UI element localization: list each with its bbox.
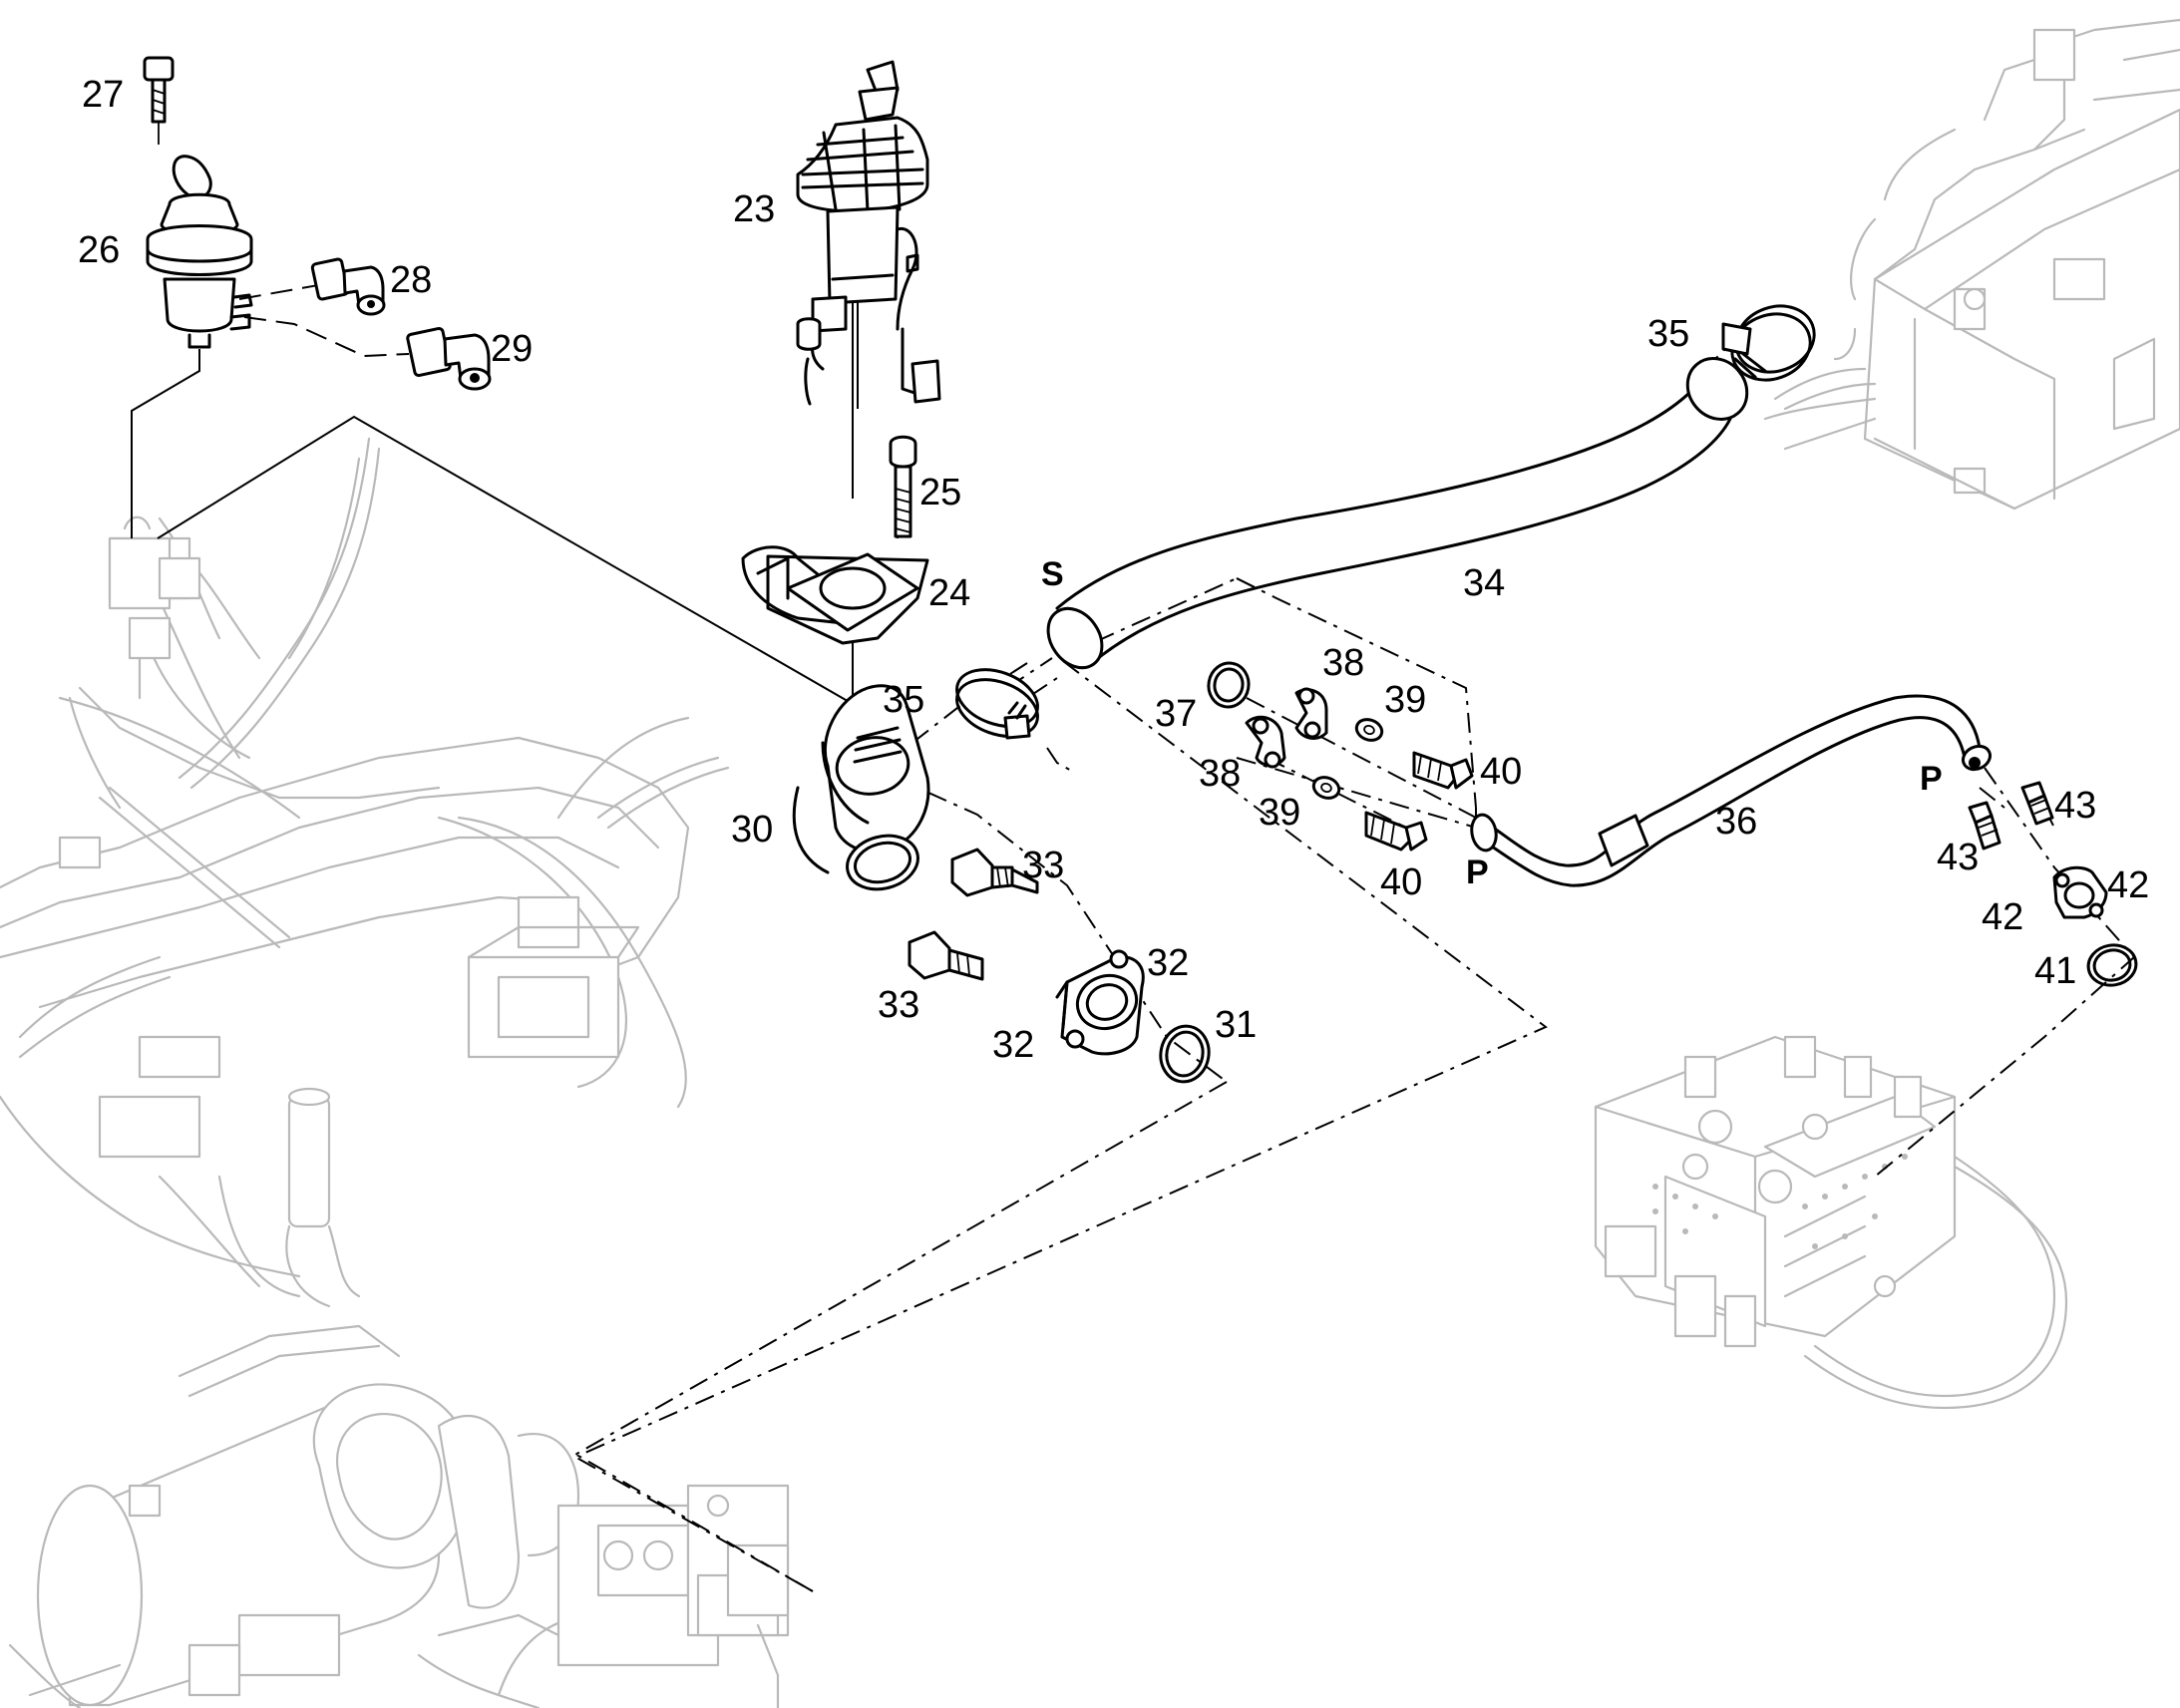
callout-42-lower: 42 xyxy=(1982,896,2023,938)
callout-41: 41 xyxy=(2034,950,2076,992)
harness-frame-context xyxy=(0,437,730,1298)
callout-30: 30 xyxy=(731,809,773,851)
callout-25: 25 xyxy=(919,472,961,513)
callout-33-lower: 33 xyxy=(878,984,919,1026)
part-26-reservoir xyxy=(146,155,253,349)
part-38-half-flange-upper xyxy=(1294,687,1328,740)
part-35-hose-clamp xyxy=(955,668,1039,740)
callout-32-lower: 32 xyxy=(992,1024,1034,1066)
part-25-bolt xyxy=(889,435,917,538)
callout-43-upper: 43 xyxy=(2054,785,2096,827)
callout-numbers: 27 26 28 29 23 25 24 S 34 35 35 30 33 33… xyxy=(78,74,2149,1066)
part-35-hose-clamp-upper xyxy=(1721,304,1816,382)
part-40-bolt-lower xyxy=(1364,811,1428,852)
part-33-bolt-lower xyxy=(908,930,984,981)
cabin-module-context xyxy=(1763,18,2180,511)
callout-28: 28 xyxy=(390,259,432,301)
part-37-o-ring xyxy=(1207,661,1251,709)
part-29-elbow-fitting xyxy=(406,326,492,391)
callout-31: 31 xyxy=(1215,1004,1257,1046)
part-39-washer-lower xyxy=(1311,776,1341,800)
part-28-elbow-fitting xyxy=(310,257,386,316)
part-40-bolt-upper xyxy=(1412,751,1474,790)
callout-39-upper: 39 xyxy=(1384,679,1426,721)
callout-38-upper: 38 xyxy=(1322,642,1364,684)
callout-39-lower: 39 xyxy=(1259,792,1300,834)
callout-34: 34 xyxy=(1463,562,1505,604)
callout-27: 27 xyxy=(82,74,124,116)
callout-32-upper: 32 xyxy=(1147,942,1189,984)
part-24-mounting-plate xyxy=(741,545,929,645)
callout-24: 24 xyxy=(928,572,970,614)
part-30-suction-elbow xyxy=(792,684,930,891)
callout-35-upper: 35 xyxy=(1647,313,1689,355)
part-43-fitting-upper xyxy=(2020,781,2054,826)
callout-36: 36 xyxy=(1715,801,1757,843)
callout-40-lower: 40 xyxy=(1380,861,1422,903)
port-label-s: S xyxy=(1041,555,1064,593)
part-34-suction-hose xyxy=(1046,357,1749,670)
callout-40-upper: 40 xyxy=(1480,751,1522,793)
part-39-washer-upper xyxy=(1354,718,1384,742)
callout-26: 26 xyxy=(78,229,120,271)
callout-29: 29 xyxy=(491,328,533,370)
assembly-dash-lines xyxy=(570,348,2136,1592)
part-31-o-ring xyxy=(1159,1024,1211,1084)
control-valve-context xyxy=(1594,1035,2068,1410)
port-label-p-left: P xyxy=(1466,854,1489,891)
part-33-bolt-upper xyxy=(950,848,1039,897)
leader-lines xyxy=(131,283,899,706)
callout-35-lower: 35 xyxy=(883,679,924,721)
part-27-bolt xyxy=(143,56,175,145)
part-38-half-flange-lower xyxy=(1245,715,1286,769)
part-32-flange xyxy=(1055,949,1145,1056)
callout-42-upper: 42 xyxy=(2107,864,2149,906)
callout-37: 37 xyxy=(1155,693,1197,735)
engine-context xyxy=(8,1087,790,1708)
part-36-pressure-hose xyxy=(1470,694,1993,887)
callout-23: 23 xyxy=(733,188,775,230)
part-41-o-ring xyxy=(2086,943,2138,987)
part-23-joystick xyxy=(796,60,941,406)
part-43-fitting-lower xyxy=(1968,801,2001,851)
part-42-half-flange xyxy=(2052,865,2108,919)
callout-33-upper: 33 xyxy=(1022,845,1064,886)
port-label-p-right: P xyxy=(1920,760,1943,798)
callout-38-lower: 38 xyxy=(1199,753,1241,795)
callout-43-lower: 43 xyxy=(1937,837,1979,878)
